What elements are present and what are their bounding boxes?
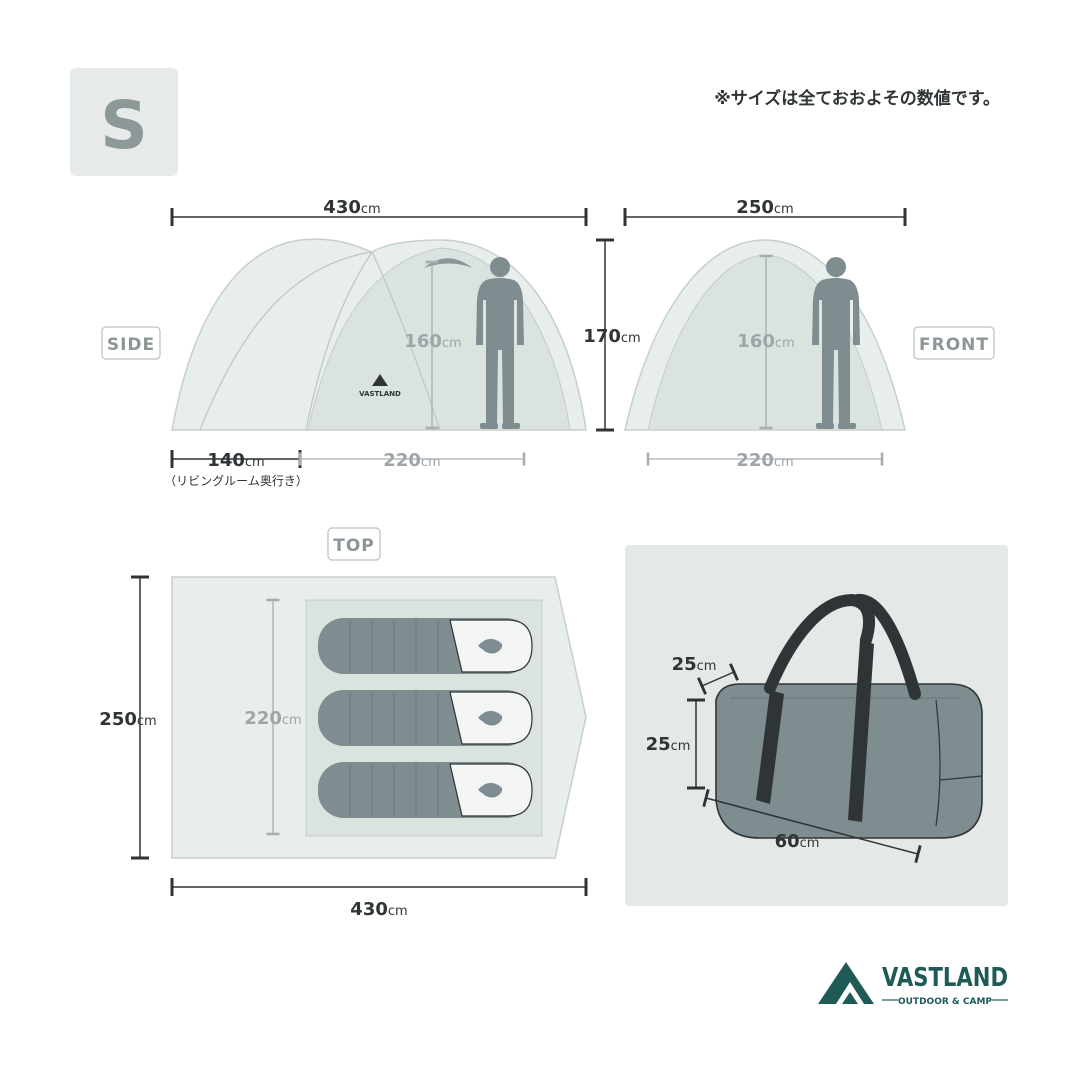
- sleeping-bag: [318, 690, 533, 746]
- side-tent-logo: VASTLAND: [359, 374, 401, 398]
- brand-name: VASTLAND: [882, 963, 1008, 993]
- bag-length-dim: 60cm: [775, 831, 820, 852]
- sleeping-bag: [318, 618, 533, 674]
- bag-length-line: [702, 788, 922, 864]
- side-inner-height-dim: 160cm: [404, 331, 461, 352]
- bag-straps: [756, 593, 921, 822]
- living-depth-note: （リビングルーム奥行き）: [164, 474, 308, 488]
- brand-logo: VASTLAND OUTDOOR & CAMP: [818, 962, 1008, 1007]
- size-badge: S: [70, 68, 178, 176]
- front-view: 250cm 160cm FRONT 220cm: [623, 197, 995, 471]
- top-length-dim: 430cm: [350, 899, 407, 920]
- side-tent-logo-text: VASTLAND: [359, 390, 401, 398]
- brand-tagline: OUTDOOR & CAMP: [898, 997, 992, 1007]
- side-view: 430cm VASTLAND 160cm 170cm SIDE: [101, 197, 641, 488]
- carry-bag-panel: 25cm 25cm 60cm: [625, 545, 1008, 906]
- side-vent: [424, 258, 472, 268]
- bag-depth-dim: 25cm: [672, 654, 717, 675]
- front-person-silhouette: [812, 257, 860, 429]
- front-width-dim: 250cm: [736, 197, 793, 218]
- approx-note: ※サイズは全ておおよその数値です。: [714, 88, 1000, 109]
- side-label: SIDE: [107, 335, 155, 355]
- front-label: FRONT: [919, 335, 989, 355]
- front-label-box: [913, 326, 995, 360]
- top-width-dim: 250cm: [99, 709, 156, 730]
- front-inner-width-dim: 220cm: [736, 450, 793, 471]
- top-label-box: [327, 527, 381, 561]
- sleeping-bag: [318, 762, 533, 818]
- bag-height-dim: 25cm: [646, 734, 691, 755]
- side-person-silhouette: [476, 257, 524, 429]
- side-label-box: [101, 326, 161, 360]
- bag-depth-line: [697, 663, 739, 695]
- top-inner-depth-dim: 220cm: [244, 708, 301, 729]
- side-length-dim: 430cm: [323, 197, 380, 218]
- height-dim: 170cm: [583, 326, 640, 347]
- top-label: TOP: [333, 536, 375, 556]
- front-inner-height-dim: 160cm: [737, 331, 794, 352]
- living-depth-dim: 140cm: [207, 450, 264, 471]
- brand-mountain-icon: [818, 962, 874, 1004]
- top-view: TOP 250cm 220cm 430cm: [99, 527, 588, 920]
- side-inner-depth-dim: 220cm: [383, 450, 440, 471]
- size-letter: S: [100, 87, 148, 164]
